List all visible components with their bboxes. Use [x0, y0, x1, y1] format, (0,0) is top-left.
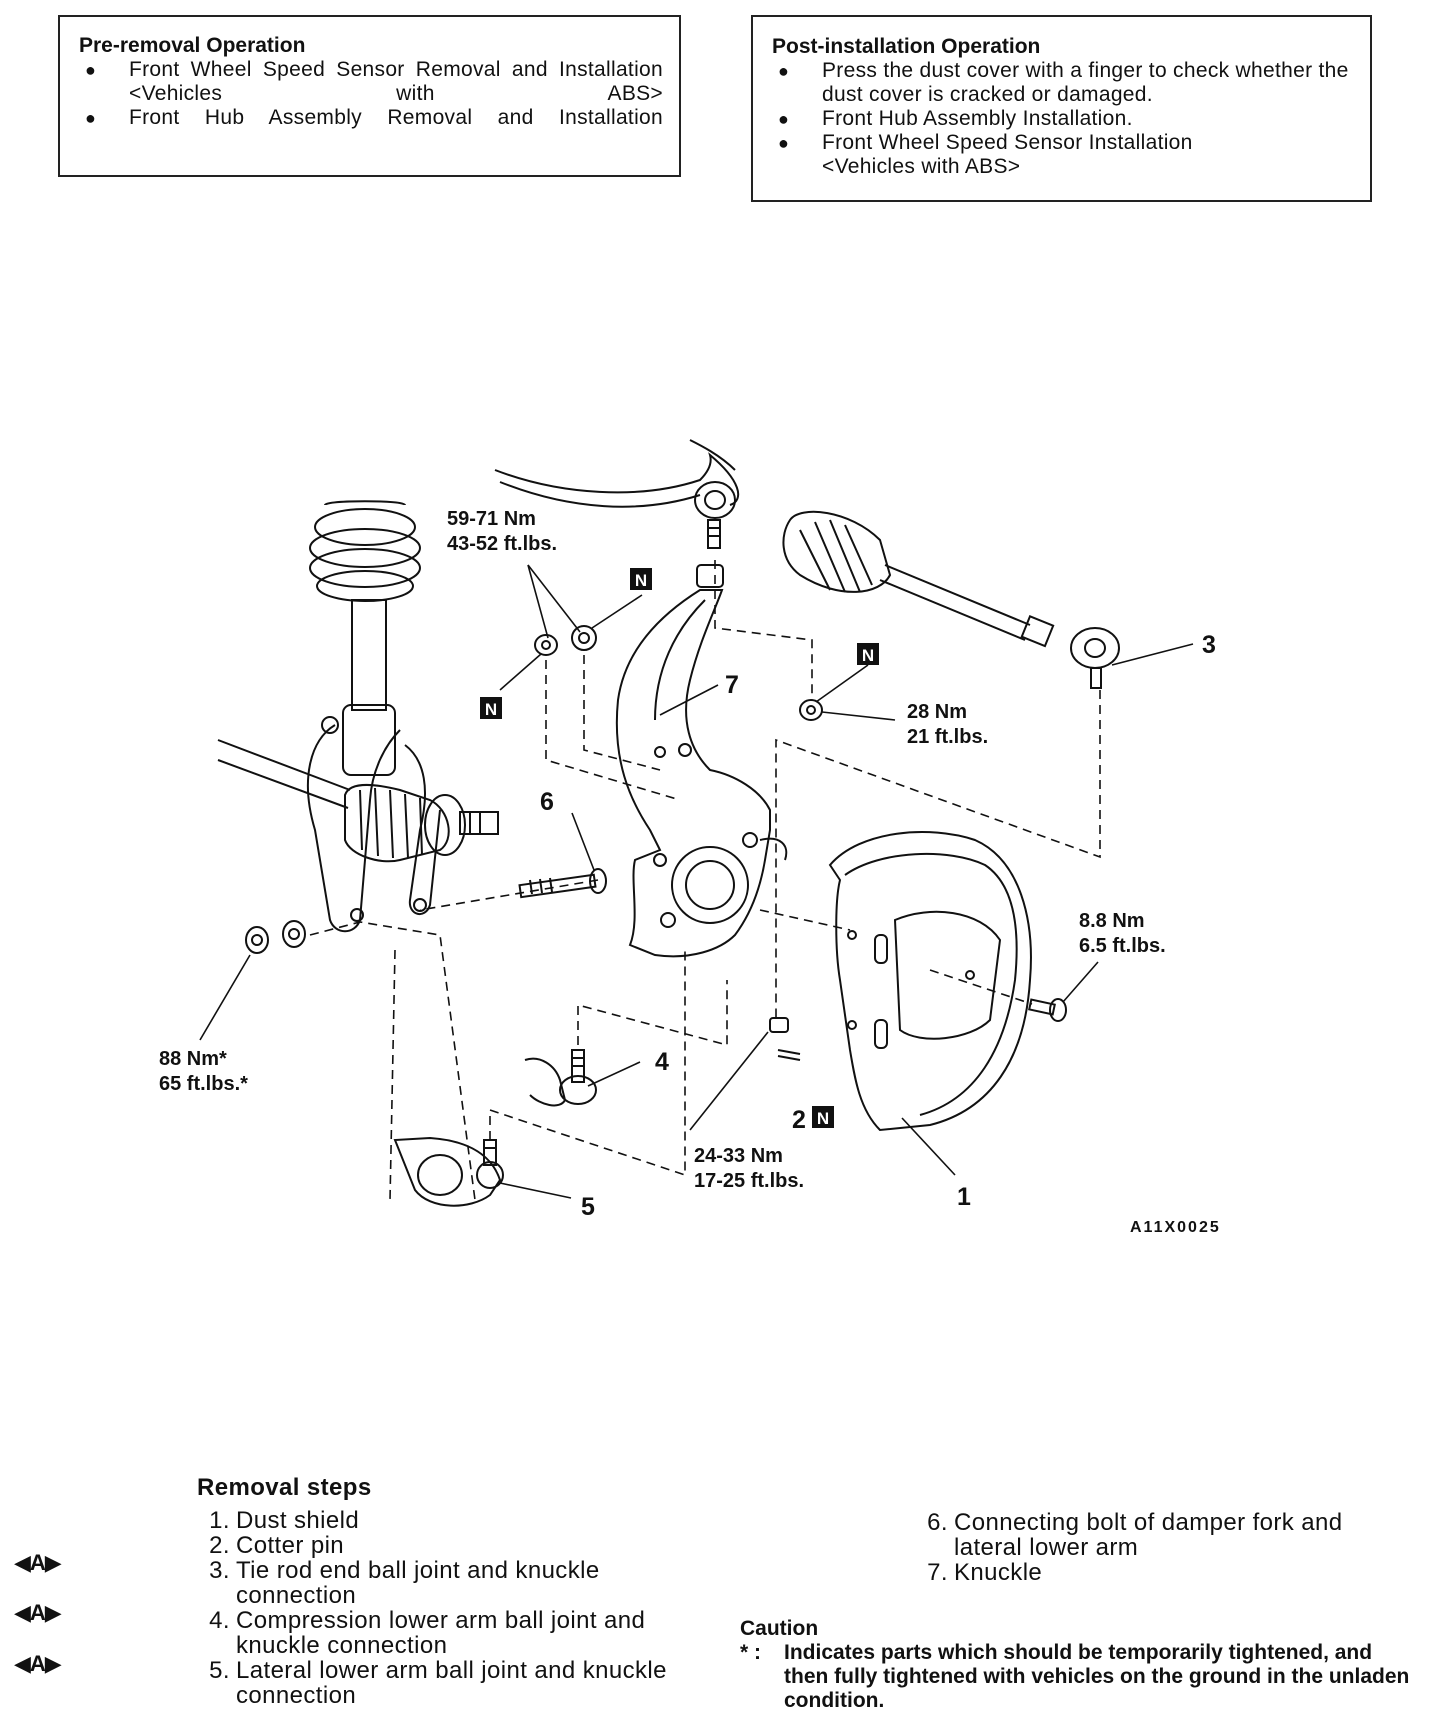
- n-badge-icon: [630, 568, 652, 590]
- strut-spring-illustration: [306, 500, 441, 933]
- post-installation-item: ●Press the dust cover with a finger to c…: [772, 59, 1356, 107]
- post-installation-title: Post-installation Operation: [772, 35, 1041, 58]
- removal-step: 1.Dust shield: [209, 1507, 360, 1534]
- torque-label: 88 Nm*: [159, 1048, 227, 1070]
- removal-step: 2.Cotter pin: [209, 1532, 345, 1559]
- pre-removal-item: ●Front Hub Assembly Removal and Installa…: [79, 106, 663, 130]
- part-number-3: 3: [1202, 631, 1216, 659]
- service-point-a-icon: ◀A▶: [14, 1651, 62, 1676]
- part-number-4: 4: [655, 1048, 669, 1076]
- suspension-exploded-diagram: N N N N 59-71 Nm 43-52 ft.lbs. 28 Nm 21 …: [159, 439, 1221, 1236]
- removal-steps-left: Removal steps 1.Dust shield 2.Cotter pin…: [197, 1475, 667, 1708]
- asterisk-marker: * :: [740, 1641, 761, 1664]
- caution-row: * : Indicates parts which should be temp…: [740, 1641, 1420, 1713]
- drive-shaft-illustration: [217, 739, 499, 863]
- removal-step: 7.Knuckle: [927, 1559, 1043, 1586]
- removal-step: 6.Connecting bolt of damper fork and lat…: [927, 1509, 1343, 1561]
- caution-title: Caution: [740, 1617, 819, 1640]
- part-number-6: 6: [540, 788, 554, 816]
- n-badge-icon: [812, 1106, 834, 1128]
- compression-arm-illustration: [524, 1049, 597, 1107]
- upper-arm-illustration: [494, 439, 740, 549]
- part-number-1: 1: [957, 1183, 971, 1211]
- removal-steps-right: 6.Connecting bolt of damper fork and lat…: [915, 1510, 1395, 1585]
- torque-label: 28 Nm: [907, 701, 967, 723]
- pre-removal-title: Pre-removal Operation: [79, 34, 306, 57]
- removal-step: 4.Compression lower arm ball joint and k…: [209, 1607, 646, 1659]
- torque-label: 24-33 Nm: [694, 1145, 783, 1167]
- assembly-guide-lines: [309, 560, 1101, 1201]
- removal-steps-heading: Removal steps: [197, 1474, 372, 1501]
- n-badge-label: N: [635, 571, 647, 590]
- nut-illustrations: [245, 625, 1067, 1061]
- n-badge-label: N: [817, 1109, 829, 1128]
- n-badge-icon: [857, 643, 879, 665]
- torque-label: 65 ft.lbs.*: [159, 1073, 248, 1095]
- bullet-icon: ●: [778, 109, 790, 129]
- torque-label: 59-71 Nm: [447, 508, 536, 530]
- bullet-icon: ●: [85, 108, 97, 128]
- torque-label: 43-52 ft.lbs.: [447, 533, 557, 555]
- pre-removal-item: ●Front Wheel Speed Sensor Removal and In…: [79, 58, 663, 106]
- pre-removal-box: Pre-removal Operation ●Front Wheel Speed…: [58, 15, 681, 177]
- bullet-icon: ●: [85, 60, 97, 80]
- torque-label: 6.5 ft.lbs.: [1079, 935, 1166, 957]
- leader-lines: [199, 564, 1194, 1199]
- service-point-a-icon: ◀A▶: [14, 1550, 62, 1575]
- tie-rod-illustration: [782, 510, 1120, 689]
- caution-text: Indicates parts which should be temporar…: [784, 1641, 1410, 1712]
- torque-label: 17-25 ft.lbs.: [694, 1170, 804, 1192]
- bullet-icon: ●: [778, 61, 790, 81]
- torque-label: 8.8 Nm: [1079, 910, 1145, 932]
- part-number-2: 2: [792, 1106, 806, 1134]
- caution-note: Caution * : Indicates parts which should…: [740, 1617, 1420, 1713]
- connecting-bolt-illustration: [518, 868, 607, 899]
- n-badge-icon: [480, 697, 502, 719]
- post-installation-box: Post-installation Operation ●Press the d…: [751, 15, 1372, 202]
- n-badge-label: N: [862, 646, 874, 665]
- part-number-7: 7: [725, 671, 739, 699]
- removal-step: 5.Lateral lower arm ball joint and knuck…: [209, 1657, 667, 1709]
- lateral-arm-illustration: [393, 1136, 504, 1207]
- removal-step: 3.Tie rod end ball joint and knuckle con…: [209, 1557, 600, 1609]
- bullet-icon: ●: [778, 133, 790, 153]
- post-installation-item: ●Front Hub Assembly Installation.: [772, 107, 1356, 131]
- knuckle-illustration: [615, 564, 788, 958]
- post-installation-item: ●Front Wheel Speed Sensor Installation <…: [772, 131, 1356, 179]
- n-badge-label: N: [485, 700, 497, 719]
- n-badges: N N N N: [480, 568, 879, 1128]
- part-number-5: 5: [581, 1193, 595, 1221]
- torque-label: 21 ft.lbs.: [907, 726, 988, 748]
- figure-code: A11X0025: [1130, 1219, 1221, 1236]
- service-point-a-icon: ◀A▶: [14, 1600, 62, 1625]
- dust-shield-illustration: [828, 831, 1032, 1132]
